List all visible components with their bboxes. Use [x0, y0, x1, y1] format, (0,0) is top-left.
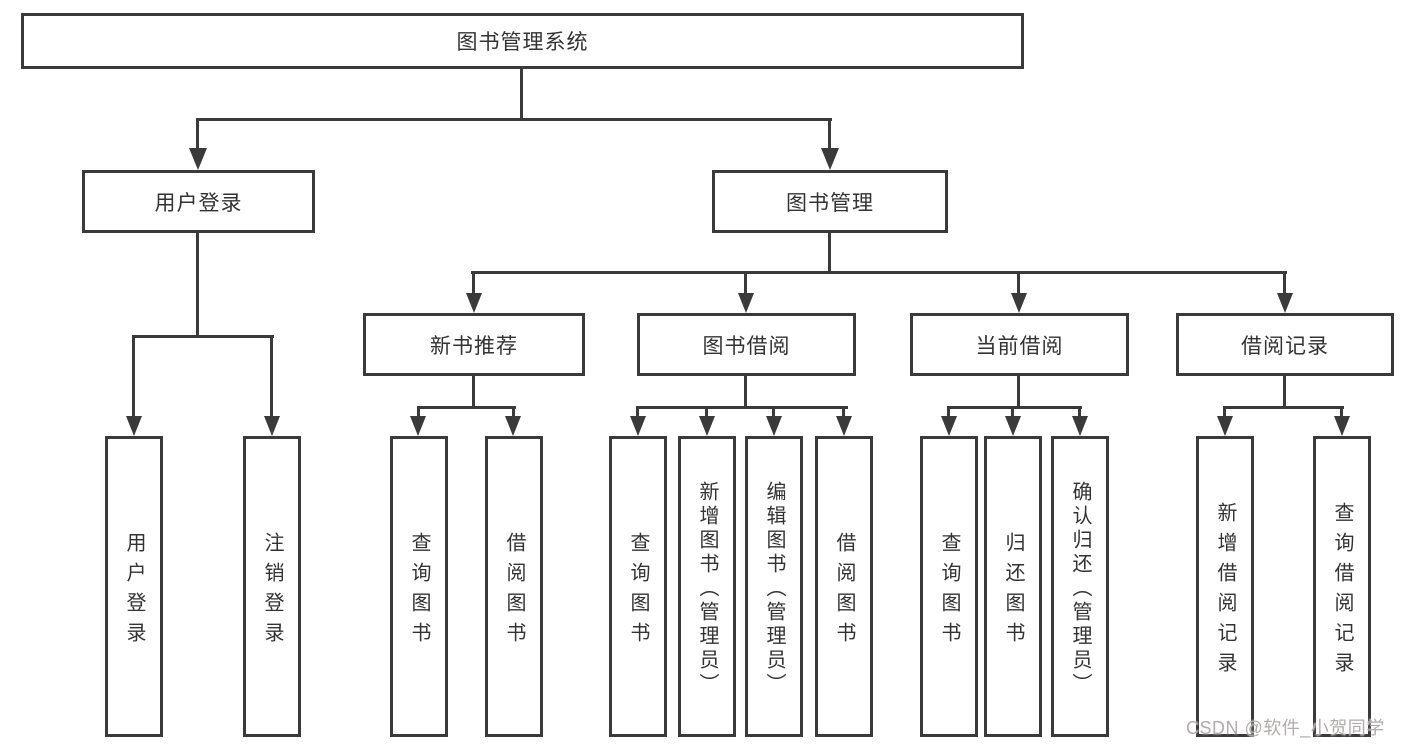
leaf-label: 借阅图书 — [833, 531, 855, 652]
node-library-management-system: 图书管理系统 — [21, 13, 1024, 69]
node-user-login: 用户登录 — [82, 170, 315, 233]
arrowhead-down-icon — [264, 416, 280, 436]
arrowhead-down-icon — [766, 416, 782, 436]
node-label: 用户登录 — [154, 191, 243, 215]
arrowhead-down-icon — [836, 416, 852, 436]
leaf-label: 查询借阅记录 — [1331, 501, 1353, 682]
connector-line — [196, 118, 832, 121]
node-label: 图书管理 — [786, 191, 874, 215]
leaf-label: 注销登录 — [261, 531, 283, 652]
node-label: 新书推荐 — [430, 334, 518, 358]
connector-line — [842, 406, 845, 420]
leaf-query-books-borrow: 查询图书 — [609, 436, 667, 737]
arrowhead-down-icon — [410, 416, 426, 436]
node-label: 当前借阅 — [975, 334, 1064, 358]
arrowhead-down-icon — [466, 293, 482, 313]
arrowhead-down-icon — [126, 416, 142, 436]
leaf-label: 借阅图书 — [503, 531, 525, 652]
connector-line — [947, 406, 1082, 409]
node-label: 借阅记录 — [1241, 334, 1329, 358]
leaf-label: 用户登录 — [123, 531, 145, 652]
connector-line — [417, 406, 516, 409]
arrowhead-down-icon — [630, 416, 646, 436]
leaf-label: 确认归还（管理员） — [1069, 480, 1091, 697]
node-label: 图书借阅 — [702, 334, 791, 358]
connector-line — [744, 271, 747, 297]
connector-line — [132, 335, 274, 338]
arrowhead-down-icon — [505, 416, 521, 436]
connector-line — [636, 406, 848, 409]
leaf-logout: 注销登录 — [243, 436, 301, 737]
connector-line — [1011, 406, 1014, 420]
leaf-label: 新增借阅记录 — [1214, 501, 1236, 682]
connector-line — [520, 69, 523, 118]
leaf-borrow-books-recommend: 借阅图书 — [485, 436, 543, 737]
connector-line — [947, 406, 950, 420]
leaf-add-books-admin: 新增图书（管理员） — [678, 436, 736, 737]
connector-line — [772, 406, 775, 420]
watermark: CSDN @软件_小贺同学 — [1186, 718, 1385, 738]
connector-line — [1340, 406, 1343, 420]
connector-line — [1078, 406, 1081, 420]
leaf-label: 编辑图书（管理员） — [763, 480, 785, 697]
arrowhead-down-icon — [1217, 416, 1233, 436]
node-label: 图书管理系统 — [456, 31, 589, 54]
arrowhead-down-icon — [1277, 293, 1293, 313]
connector-line — [512, 406, 515, 420]
connector-line — [1223, 406, 1226, 420]
connector-line — [1017, 375, 1020, 408]
connector-line — [1017, 271, 1020, 297]
leaf-user-login: 用户登录 — [105, 436, 163, 737]
arrowhead-down-icon — [738, 293, 754, 313]
connector-line — [744, 375, 747, 408]
connector-line — [196, 232, 199, 337]
connector-line — [828, 232, 831, 273]
leaf-query-books-current: 查询图书 — [920, 436, 978, 737]
connector-line — [1223, 406, 1344, 409]
node-current-borrow: 当前借阅 — [910, 313, 1129, 376]
node-new-book-recommend: 新书推荐 — [363, 313, 585, 376]
connector-line — [471, 271, 1287, 274]
leaf-label: 查询图书 — [938, 531, 960, 652]
arrowhead-down-icon — [189, 148, 207, 170]
connector-line — [705, 406, 708, 420]
node-borrow-records: 借阅记录 — [1176, 313, 1394, 376]
connector-line — [196, 118, 199, 152]
connector-line — [472, 271, 475, 297]
connector-line — [472, 375, 475, 408]
connector-line — [270, 335, 273, 420]
arrowhead-down-icon — [821, 148, 839, 170]
leaf-add-borrow-record: 新增借阅记录 — [1196, 436, 1254, 737]
leaf-label: 查询图书 — [627, 531, 649, 652]
leaf-borrow-books: 借阅图书 — [815, 436, 873, 737]
node-book-management: 图书管理 — [712, 170, 948, 233]
connector-line — [1283, 271, 1286, 297]
node-book-borrow: 图书借阅 — [637, 313, 856, 376]
arrowhead-down-icon — [941, 416, 957, 436]
leaf-label: 归还图书 — [1002, 531, 1024, 652]
leaf-confirm-return-admin: 确认归还（管理员） — [1051, 436, 1109, 737]
connector-line — [1283, 375, 1286, 408]
connector-line — [636, 406, 639, 420]
leaf-label: 查询图书 — [408, 531, 430, 652]
arrowhead-down-icon — [699, 416, 715, 436]
arrowhead-down-icon — [1011, 293, 1027, 313]
arrowhead-down-icon — [1334, 416, 1350, 436]
leaf-query-borrow-record: 查询借阅记录 — [1313, 436, 1371, 737]
connector-line — [417, 406, 420, 420]
connector-line — [132, 335, 135, 420]
connector-line — [828, 118, 831, 152]
arrowhead-down-icon — [1005, 416, 1021, 436]
leaf-label: 新增图书（管理员） — [696, 480, 718, 697]
leaf-edit-books-admin: 编辑图书（管理员） — [745, 436, 803, 737]
leaf-query-books-recommend: 查询图书 — [390, 436, 448, 737]
leaf-return-books: 归还图书 — [984, 436, 1042, 737]
arrowhead-down-icon — [1072, 416, 1088, 436]
